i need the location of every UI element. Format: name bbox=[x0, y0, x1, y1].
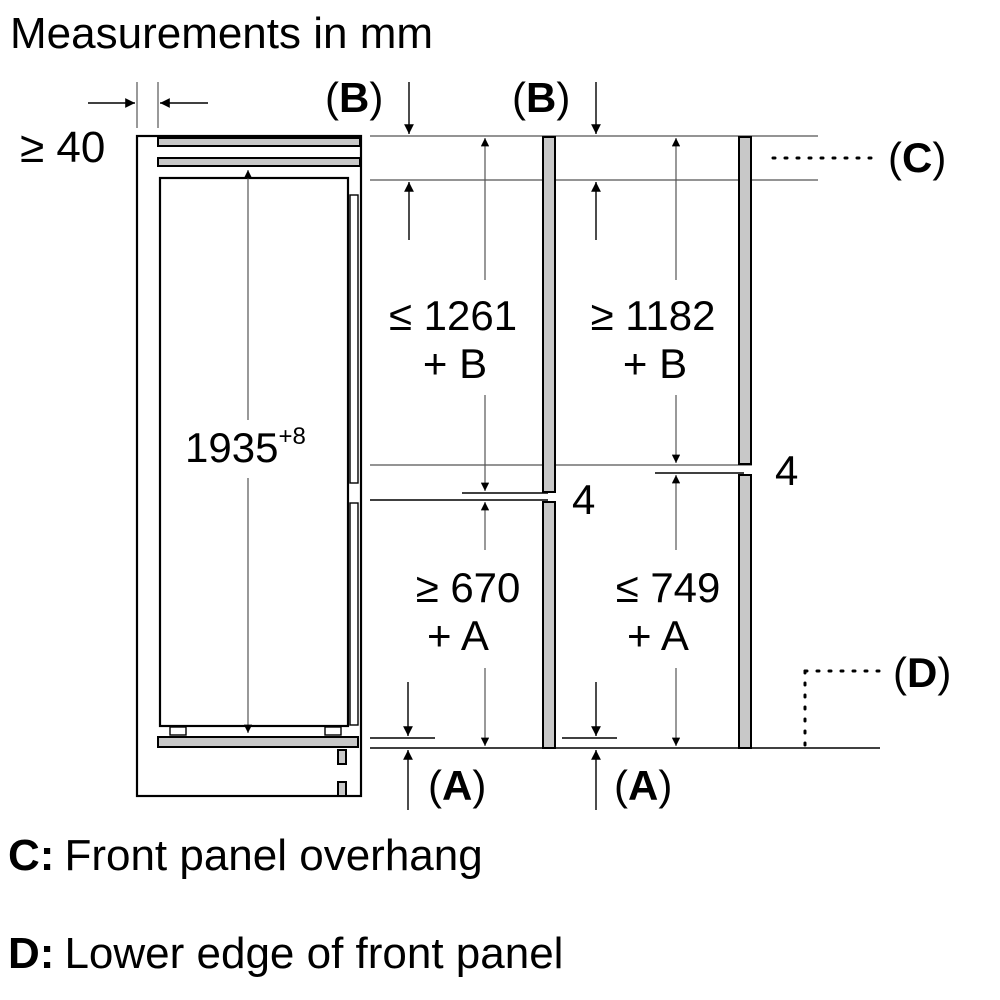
front-panels bbox=[542, 136, 752, 749]
svg-text:≤ 749: ≤ 749 bbox=[616, 564, 721, 611]
gap-label-1: 4 bbox=[572, 476, 595, 523]
cabinet-niche bbox=[135, 134, 363, 798]
b-label-2: (B) bbox=[512, 74, 570, 121]
left-gap-label: ≥ 40 bbox=[20, 123, 105, 172]
legend-item-c: C:Front panel overhang bbox=[8, 831, 483, 880]
b-indicators: (B) (B) bbox=[325, 74, 601, 240]
a-indicators: (A) (A) bbox=[403, 682, 672, 810]
c-indicator: (C) bbox=[771, 134, 946, 181]
svg-text:≥ 670: ≥ 670 bbox=[416, 564, 521, 611]
c-label: (C) bbox=[888, 134, 946, 181]
a-label-1: (A) bbox=[428, 762, 486, 809]
front-panel-lower-2 bbox=[738, 474, 752, 749]
appliance-height-label: 1935+8 bbox=[185, 423, 306, 471]
front-panel-upper-2 bbox=[738, 136, 752, 465]
svg-text:≥ 1182: ≥ 1182 bbox=[590, 292, 715, 339]
svg-text:+ B: + B bbox=[623, 340, 687, 387]
appliance-height-dimension: 1935+8 bbox=[185, 170, 306, 733]
legend-item-d: D:Lower edge of front panel bbox=[8, 929, 563, 978]
left-gap-dimension: ≥ 40 bbox=[20, 82, 208, 172]
svg-text:≤ 1261: ≤ 1261 bbox=[389, 292, 517, 339]
svg-text:+ A: + A bbox=[627, 612, 689, 659]
b-label-1: (B) bbox=[325, 74, 383, 121]
d-indicator: (D) bbox=[803, 649, 951, 750]
front-panel-upper-1 bbox=[542, 136, 556, 493]
gap-label-2: 4 bbox=[775, 447, 798, 494]
upper-dimension-1: ≤ 1261 + B bbox=[389, 138, 517, 491]
a-label-2: (A) bbox=[614, 762, 672, 809]
upper-dimension-2: ≥ 1182 + B bbox=[590, 138, 716, 463]
lower-dimension-1: ≥ 670 + A bbox=[416, 502, 521, 746]
legend: C:Front panel overhang D:Lower edge of f… bbox=[8, 831, 563, 978]
svg-text:+ B: + B bbox=[423, 340, 487, 387]
title: Measurements in mm bbox=[10, 9, 433, 58]
svg-text:+ A: + A bbox=[427, 612, 489, 659]
d-label: (D) bbox=[893, 649, 951, 696]
lower-dimension-2: ≤ 749 + A bbox=[616, 475, 721, 746]
front-panel-lower-1 bbox=[542, 501, 556, 749]
